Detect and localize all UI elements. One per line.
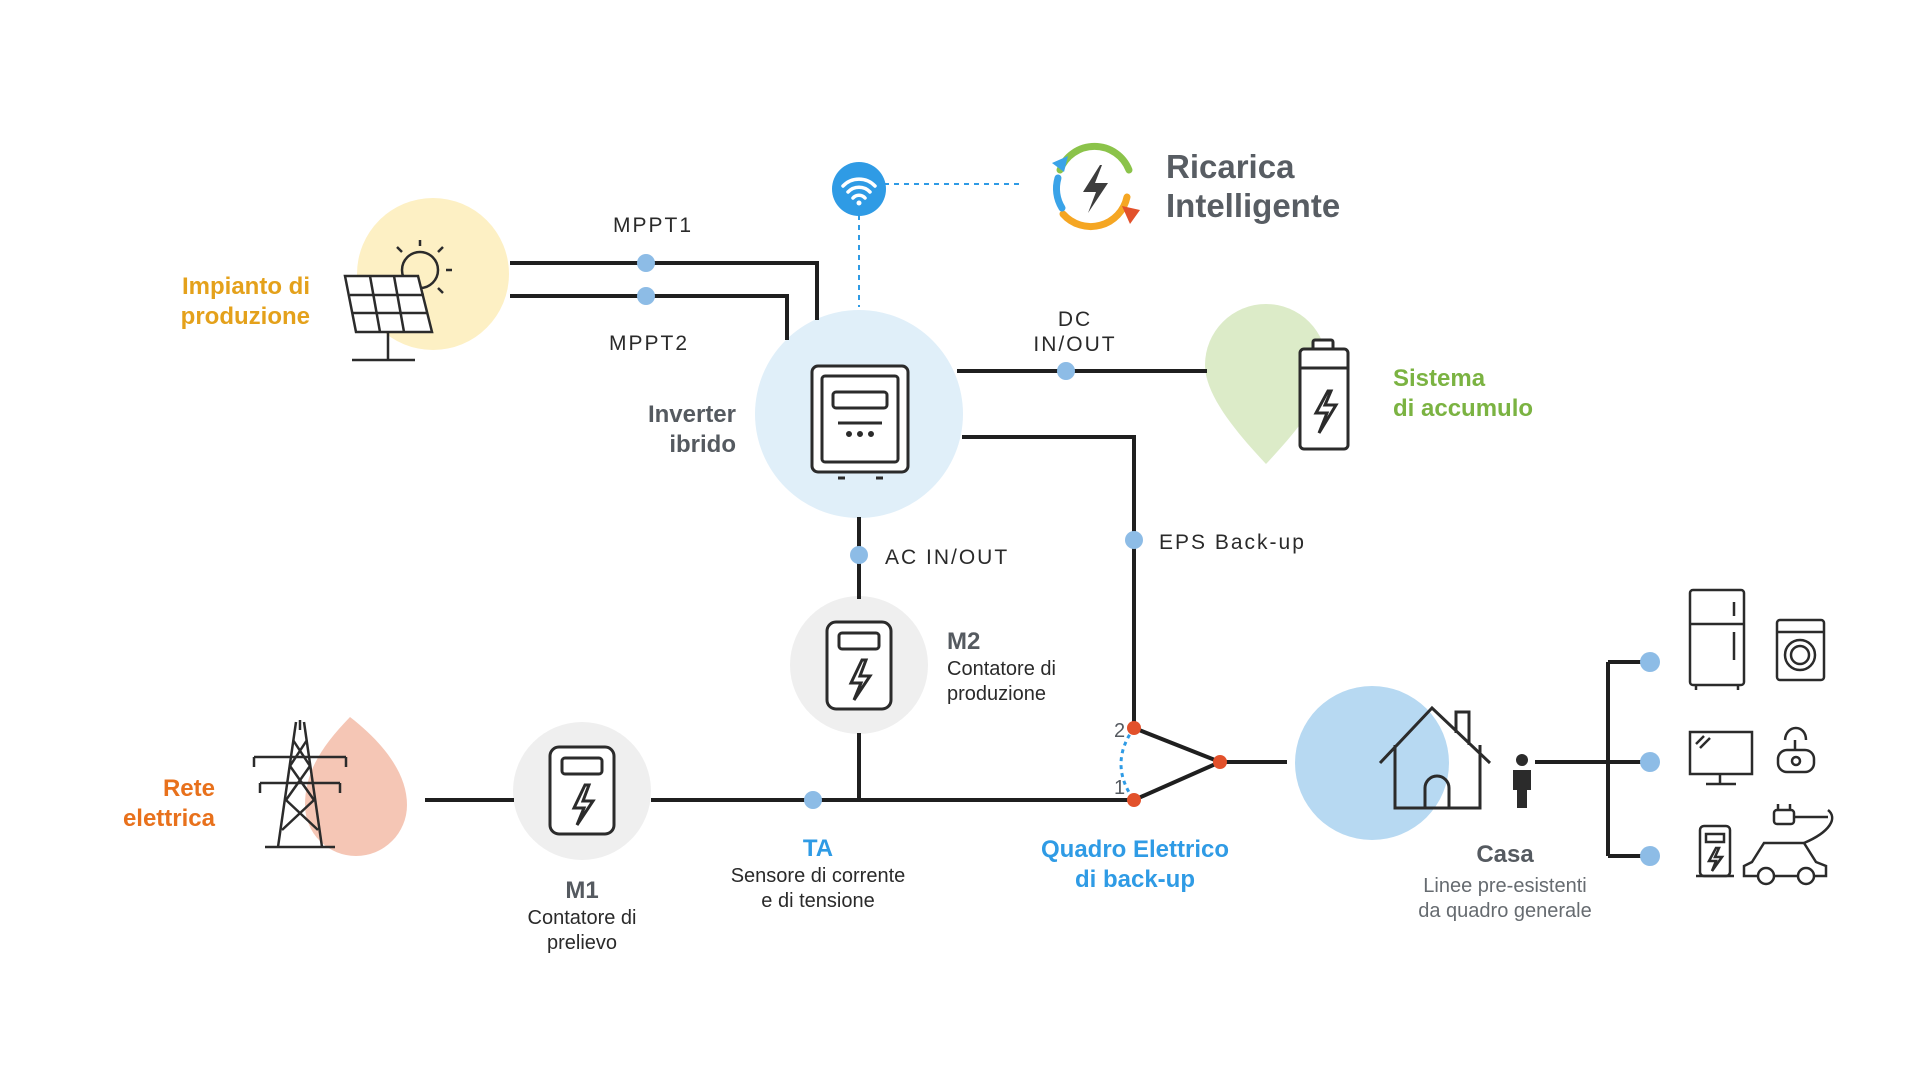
inverter-line2: ibrido (669, 431, 736, 458)
eps-line (962, 435, 1136, 728)
quadro-line1: Quadro Elettrico (1040, 836, 1230, 863)
battery-icon (1298, 338, 1350, 451)
dc-line2: IN/OUT (1033, 333, 1117, 356)
ta-name: TA (802, 835, 834, 862)
wifi-icon (832, 162, 886, 216)
impianto-line1: Impianto di (182, 273, 310, 300)
node-load-1 (1640, 652, 1660, 672)
m1-meter-icon (548, 745, 616, 836)
m1-name: M1 (565, 877, 599, 904)
electric-car-icon (1742, 804, 1834, 886)
casa-label: Casa Linee pre-esistenti da quadro gener… (1390, 840, 1620, 924)
sistema-line2: di accumulo (1393, 395, 1534, 422)
switch-nodes (1127, 721, 1227, 807)
m1-line1: Contatore di (527, 907, 637, 929)
impianto-line2: produzione (180, 303, 310, 330)
pylon-icon (252, 720, 348, 849)
impianto-label: Impianto di produzione (130, 272, 310, 332)
washing-machine-icon (1775, 618, 1826, 682)
m1-label: M1 Contatore di prelievo (502, 876, 662, 956)
m2-name: M2 (947, 628, 981, 655)
rete-line2: elettrica (122, 805, 215, 832)
sistema-line1: Sistema (1393, 365, 1486, 392)
connection-nodes (637, 254, 1660, 866)
ricarica-line2: Intelligente (1166, 187, 1341, 224)
ta-label: TA Sensore di corrente e di tensione (713, 834, 923, 914)
person-icon (1513, 754, 1531, 808)
node-load-2 (1640, 752, 1660, 772)
switch-input-2-label: 2 (1114, 720, 1126, 742)
ricarica-title: Ricarica Intelligente (1166, 147, 1340, 225)
switch-arm-1 (1133, 760, 1221, 802)
sistema-label: Sistema di accumulo (1393, 364, 1533, 424)
house-background (1295, 686, 1449, 840)
ta-line1: Sensore di corrente (730, 865, 906, 887)
battery-background-drop (1205, 304, 1327, 464)
node-ac (850, 546, 868, 564)
grid-background-drop (305, 717, 407, 856)
dc-line1: DC (1057, 308, 1093, 331)
inverter-line1: Inverter (647, 401, 736, 428)
rete-label: Rete elettrica (90, 774, 215, 834)
m1-line2: prelievo (546, 932, 618, 954)
m2-line2: produzione (947, 683, 1046, 705)
solar-panel-icon (343, 240, 452, 362)
quadro-line2: di back-up (1074, 866, 1195, 893)
switch-node-out (1213, 755, 1227, 769)
node-mppt2 (637, 287, 655, 305)
quadro-label: Quadro Elettrico di back-up (1030, 835, 1240, 895)
rete-line1: Rete (162, 775, 215, 802)
vacuum-icon (1776, 726, 1816, 774)
inverter-icon (810, 364, 910, 480)
mppt2-line (510, 294, 789, 340)
ta-line2: e di tensione (761, 890, 875, 912)
casa-name: Casa (1476, 841, 1534, 868)
ev-charger-icon (1696, 824, 1734, 878)
ricarica-line1: Ricarica (1166, 148, 1295, 185)
ac-label: AC IN/OUT (885, 546, 1010, 569)
m2-meter-icon (825, 620, 893, 711)
node-ta (804, 791, 822, 809)
house-icon (1378, 705, 1492, 810)
inverter-label: Inverter ibrido (580, 400, 736, 460)
mppt1-label: MPPT1 (613, 214, 694, 237)
mppt1-line (510, 261, 819, 320)
smart-charge-icon (1052, 142, 1140, 230)
node-dc (1057, 362, 1075, 380)
switch-node-2 (1127, 721, 1141, 735)
switch-node-1 (1127, 793, 1141, 807)
node-eps (1125, 531, 1143, 549)
fridge-icon (1688, 588, 1746, 690)
node-mppt1 (637, 254, 655, 272)
m2-line1: Contatore di (947, 658, 1056, 680)
casa-line2: da quadro generale (1418, 900, 1592, 922)
node-load-3 (1640, 846, 1660, 866)
wiring (425, 261, 1650, 858)
switch-input-1-label: 1 (1114, 777, 1126, 799)
mppt2-label: MPPT2 (609, 332, 690, 355)
tv-icon (1688, 730, 1754, 786)
eps-label: EPS Back-up (1159, 531, 1306, 554)
switch-arm-2 (1133, 726, 1221, 764)
casa-line1: Linee pre-esistenti (1423, 875, 1587, 897)
switch-dotted-arc (1119, 727, 1136, 801)
dc-label: DC IN/OUT (1010, 307, 1140, 357)
m2-label: M2 Contatore di produzione (947, 627, 1056, 707)
